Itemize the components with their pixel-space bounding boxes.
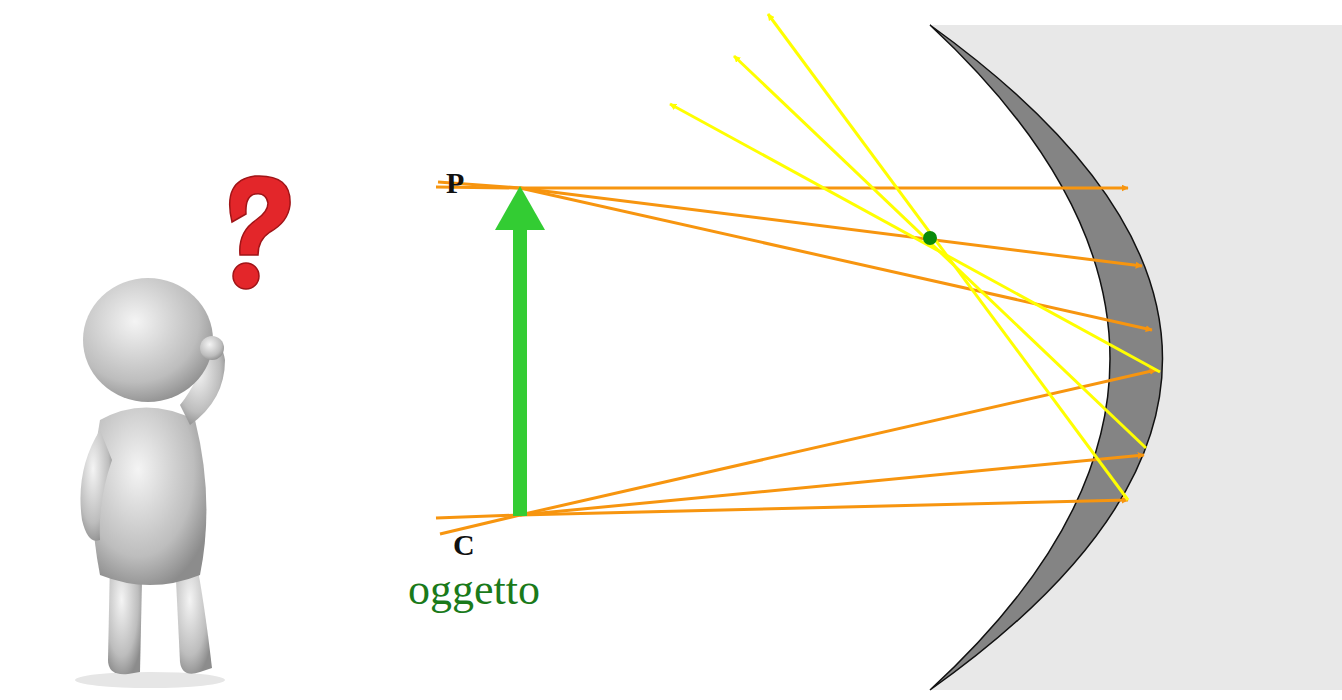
- incident-ray: [520, 188, 1152, 330]
- concave-mirror: [930, 25, 1163, 690]
- object-arrow: [495, 186, 545, 516]
- image-point: [923, 231, 937, 245]
- incident-ray: [520, 455, 1144, 515]
- incident-ray: [520, 188, 1142, 266]
- incident-ray: [520, 500, 1128, 515]
- question-mark-icon: [230, 176, 290, 289]
- ray-stub: [440, 515, 520, 534]
- front-space: [0, 25, 1115, 690]
- object-label: oggetto: [408, 568, 540, 612]
- point-label: P: [446, 168, 464, 198]
- reflected-rays: [670, 14, 1160, 500]
- incident-ray: [520, 370, 1156, 515]
- reflected-ray: [670, 104, 1160, 372]
- thinking-person: [75, 278, 225, 688]
- point-label: C: [453, 530, 475, 560]
- incident-rays: [436, 182, 1156, 534]
